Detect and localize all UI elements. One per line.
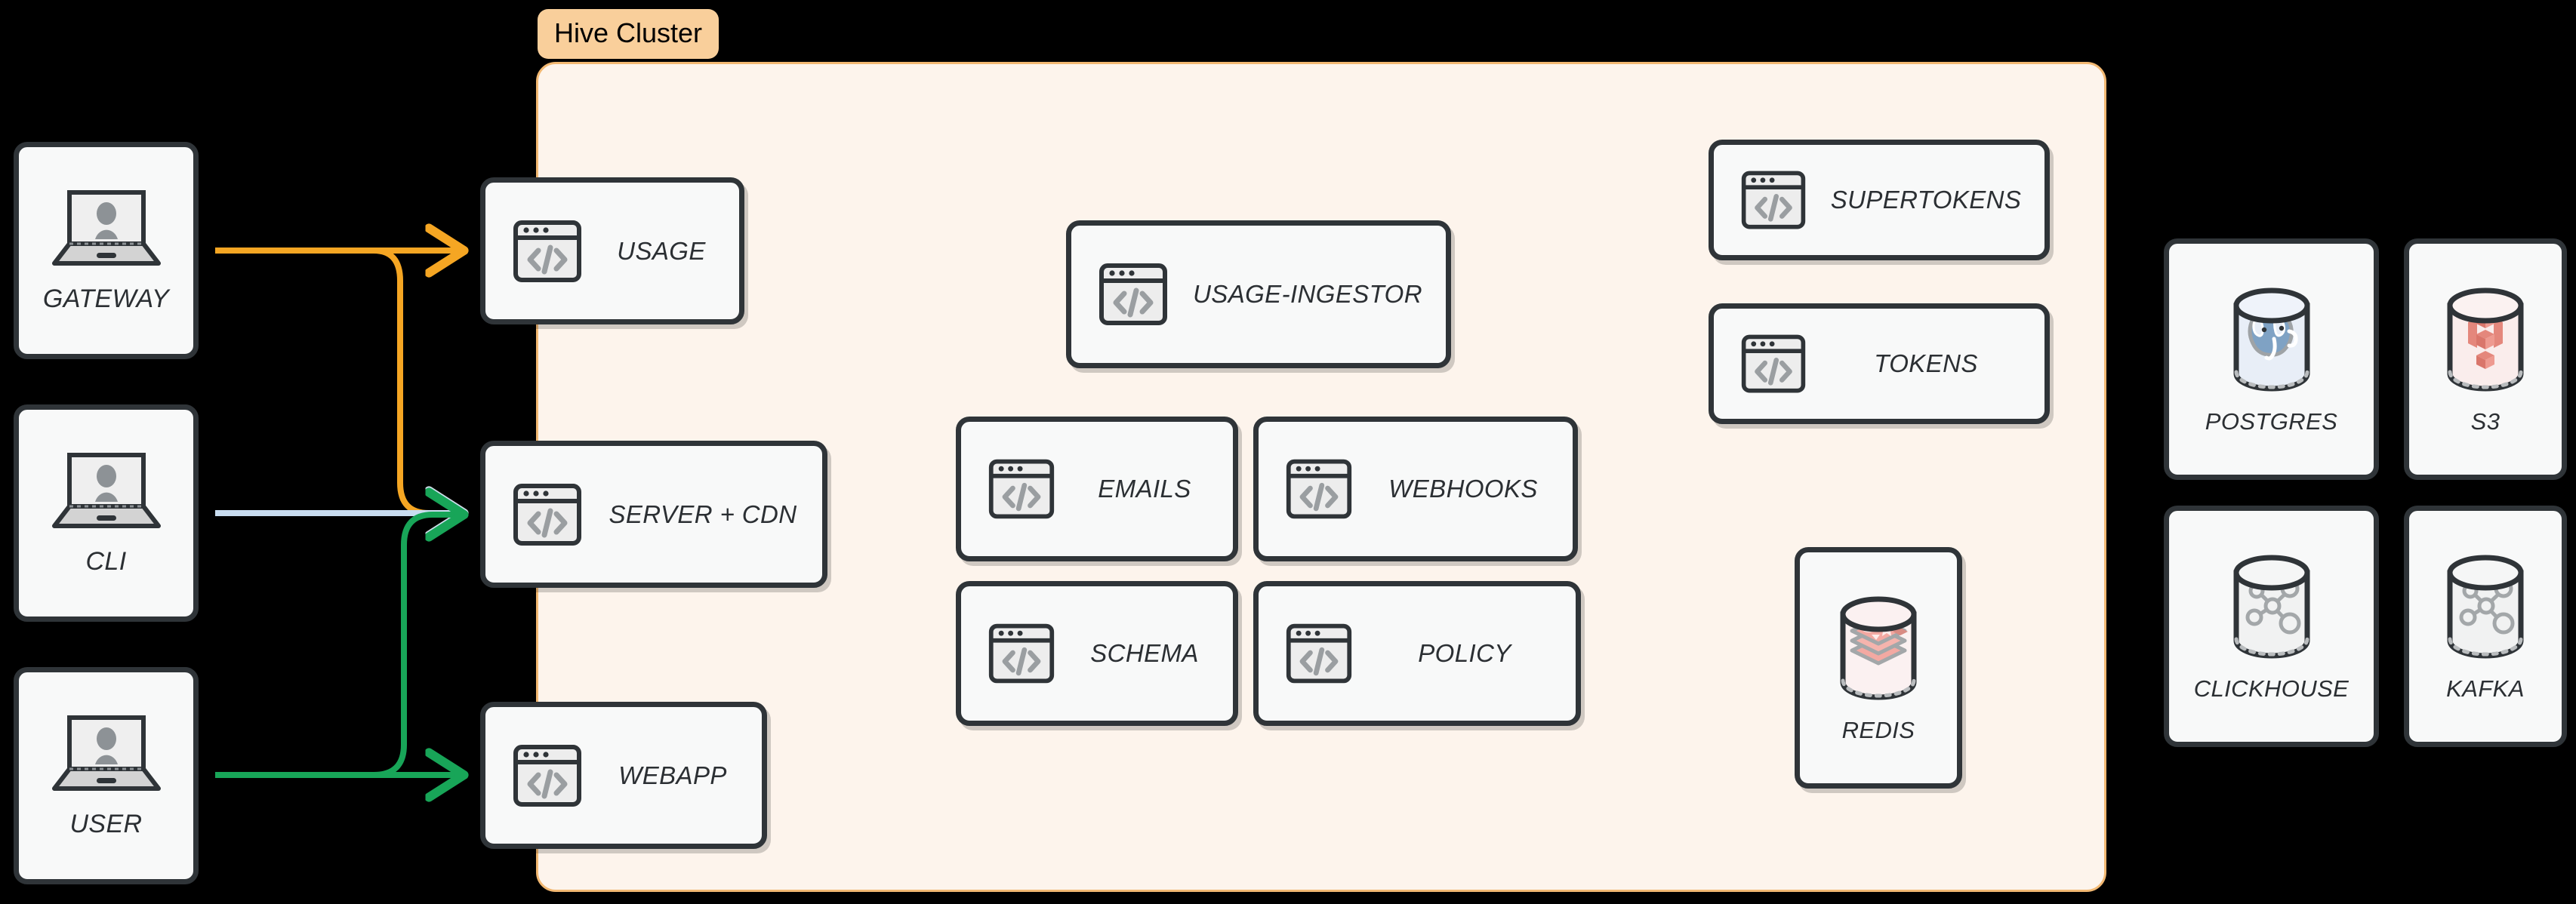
service-label: WEBAPP: [618, 761, 727, 789]
s3-cylinder-icon: [2429, 283, 2542, 396]
service-label: WEBHOOKS: [1388, 475, 1538, 503]
service-label: TOKENS: [1874, 349, 1978, 377]
service-card-webhooks[interactable]: WEBHOOKS: [1253, 417, 1578, 561]
store-label: REDIS: [1841, 717, 1915, 743]
redis-cylinder-icon: [1822, 592, 1935, 705]
code-window-icon: [987, 454, 1056, 524]
service-card-usage[interactable]: USAGE: [480, 177, 744, 324]
service-card-policy[interactable]: POLICY: [1253, 581, 1581, 726]
service-card-tokens[interactable]: TOKENS: [1709, 303, 2050, 424]
postgres-cylinder-icon: [2214, 283, 2329, 396]
code-window-icon: [987, 619, 1056, 688]
code-window-icon: [511, 739, 584, 812]
store-card-s3[interactable]: S3: [2404, 238, 2567, 480]
code-window-icon: [511, 478, 584, 551]
laptop-user-icon: [50, 713, 163, 798]
hive-cluster-badge: Hive Cluster: [538, 9, 719, 59]
laptop-user-icon: [50, 450, 163, 535]
store-label: CLICKHOUSE: [2193, 675, 2350, 702]
service-label: USAGE: [617, 236, 706, 265]
client-label: USER: [69, 809, 143, 838]
code-window-icon: [1284, 619, 1354, 688]
laptop-user-icon: [50, 188, 163, 272]
service-label: SERVER + CDN: [609, 500, 797, 528]
store-card-kafka[interactable]: KAFKA: [2404, 506, 2567, 747]
store-label: S3: [2470, 408, 2501, 435]
store-card-redis[interactable]: REDIS: [1795, 547, 1962, 789]
edge-user-to-server-cdn: [215, 515, 457, 778]
service-card-emails[interactable]: EMAILS: [956, 417, 1238, 561]
service-label: SCHEMA: [1090, 639, 1199, 667]
edge-gateway-to-server-cdn: [215, 248, 457, 513]
store-card-clickhouse[interactable]: CLICKHOUSE: [2164, 506, 2379, 747]
network-cylinder-icon: [2215, 550, 2328, 663]
store-label: KAFKA: [2446, 675, 2525, 702]
service-card-supertokens[interactable]: SUPERTOKENS: [1709, 140, 2050, 260]
code-window-icon: [1739, 330, 1807, 398]
client-card-user[interactable]: USER: [14, 667, 199, 884]
network-cylinder-icon: [2429, 550, 2542, 663]
store-card-postgres[interactable]: POSTGRES: [2164, 238, 2379, 480]
client-label: GATEWAY: [42, 284, 170, 313]
service-label: POLICY: [1418, 639, 1511, 667]
store-label: POSTGRES: [2205, 408, 2338, 435]
code-window-icon: [1739, 166, 1807, 234]
client-label: CLI: [85, 546, 127, 576]
code-window-icon: [1284, 454, 1354, 524]
service-label: USAGE-INGESTOR: [1193, 280, 1422, 308]
client-card-gateway[interactable]: GATEWAY: [14, 142, 199, 359]
service-card-usage-ingestor[interactable]: USAGE-INGESTOR: [1066, 220, 1451, 368]
client-card-cli[interactable]: CLI: [14, 404, 199, 622]
service-label: EMAILS: [1098, 475, 1191, 503]
service-card-webapp[interactable]: WEBAPP: [480, 702, 767, 849]
service-card-server-cdn[interactable]: SERVER + CDN: [480, 441, 827, 588]
code-window-icon: [1097, 258, 1169, 331]
service-card-schema[interactable]: SCHEMA: [956, 581, 1238, 726]
code-window-icon: [511, 215, 584, 287]
service-label: SUPERTOKENS: [1830, 186, 2022, 214]
